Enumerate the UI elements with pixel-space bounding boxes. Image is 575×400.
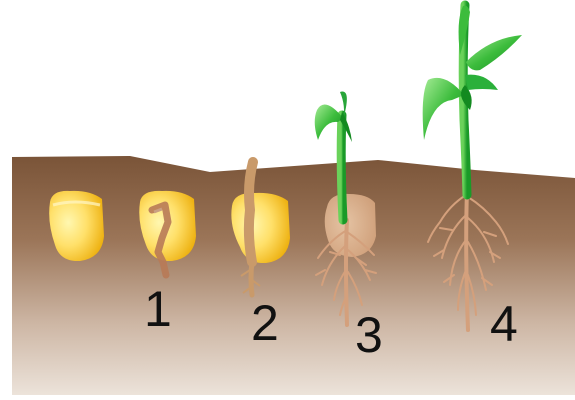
stage-label-3: 3 bbox=[355, 310, 383, 360]
kernel-dry bbox=[49, 191, 104, 261]
soil bbox=[12, 156, 575, 395]
stage-label-4: 4 bbox=[490, 299, 518, 349]
stage-label-2: 2 bbox=[251, 298, 279, 348]
stage-label-1: 1 bbox=[144, 284, 172, 334]
